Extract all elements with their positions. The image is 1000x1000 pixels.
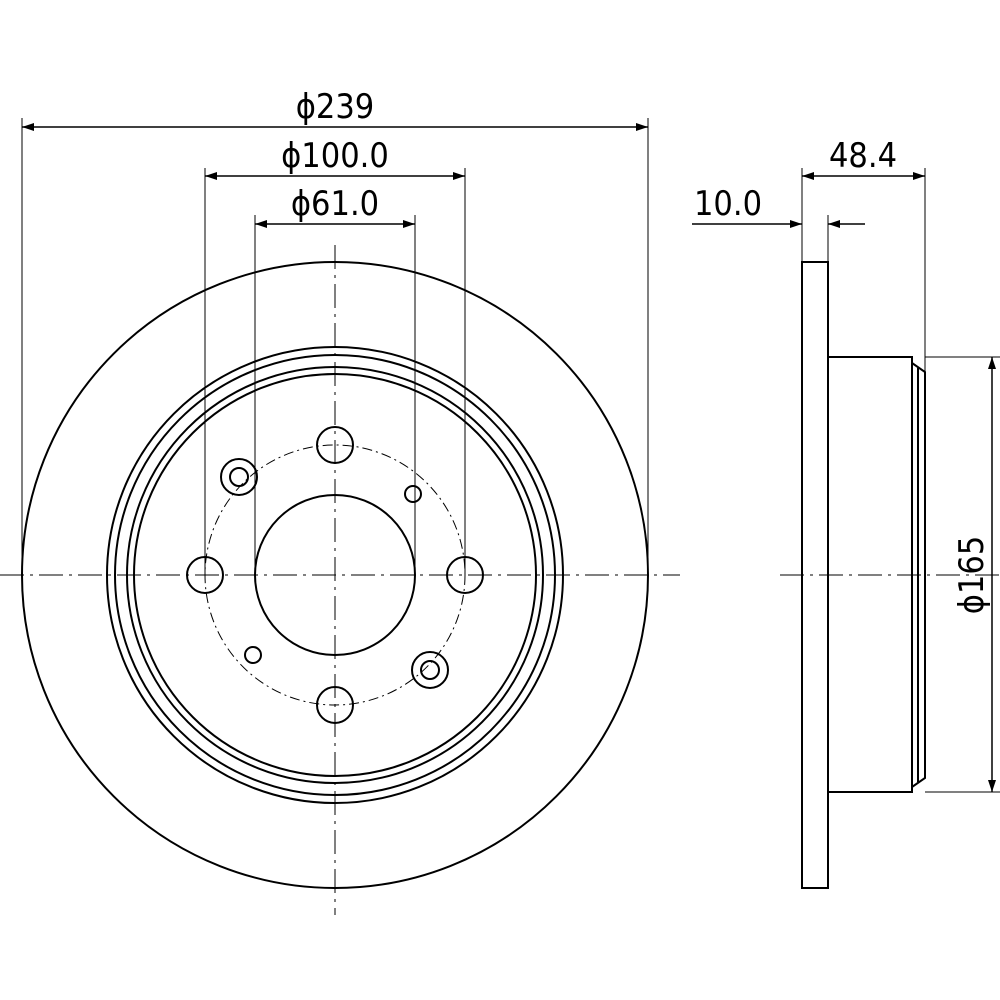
side-dimension-lines [692,172,996,792]
overall-height-label: 48.4 [829,136,897,176]
bolt-circle-diameter-label: ϕ100.0 [281,136,389,176]
counterbored-hole-outer [411,651,449,689]
extension-lines [21,118,649,575]
counterbored-hole-inner [229,467,249,487]
hat-diameter-label: ϕ165 [952,536,992,615]
counterbored-hole-outer [220,458,258,496]
hat-cross-section [828,356,913,793]
side-view [801,261,926,889]
counterbored-hole-inner [420,660,440,680]
disc-thickness-label: 10.0 [694,184,762,224]
side-extension-lines [801,168,1000,793]
outer-diameter-label: ϕ239 [296,87,375,127]
dimension-lines [22,123,648,228]
center-lines [0,245,1000,915]
screw-hole [404,485,422,503]
screw-hole [244,646,262,664]
hat-lip-outer [911,362,926,788]
disc-cross-section [801,261,829,889]
center-bore-diameter-label: ϕ61.0 [291,184,379,224]
